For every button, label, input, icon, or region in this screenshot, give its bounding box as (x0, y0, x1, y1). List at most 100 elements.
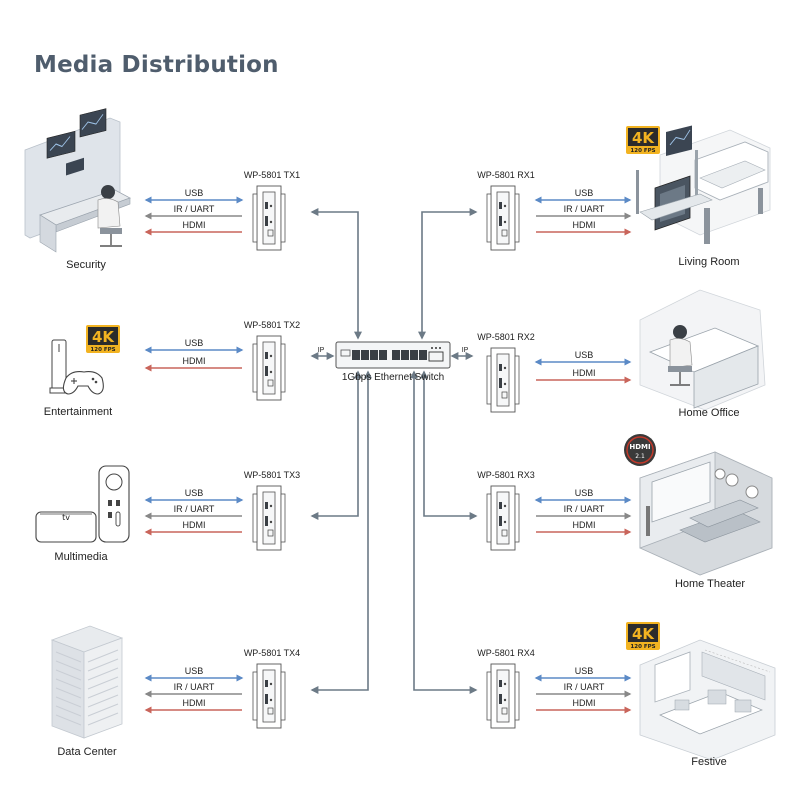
datacenter-illustration (50, 625, 124, 739)
home-theater-hdmi-badge: HDMI 2.1 (624, 434, 656, 466)
rack-slot (87, 685, 119, 699)
tx1-ir-label: IR / UART (174, 204, 215, 214)
living-room-4k-badge-sub: 120 FPS (630, 148, 655, 154)
switch-port (401, 350, 409, 360)
rack-slot (87, 667, 119, 681)
rack-slot (87, 649, 119, 663)
rack-slot (55, 651, 82, 663)
tx3-hdmi-label: HDMI (183, 520, 206, 530)
rx2-usb-label: USB (575, 350, 594, 360)
tx4-ir-label: IR / UART (174, 682, 215, 692)
tx1-usb-label: USB (185, 188, 204, 198)
tx4-network-link (310, 370, 372, 694)
rx4-network-link (410, 370, 478, 694)
page-title: Media Distribution (34, 52, 279, 78)
multimedia-illustration: tv (35, 465, 130, 543)
rx4-dest-label: Festive (691, 756, 726, 768)
rack-slot (55, 669, 82, 681)
rx1-wall-plate (486, 185, 520, 251)
tx3-network-link (310, 370, 362, 520)
tx3-label: WP-5801 TX3 (244, 470, 300, 480)
festive-illustration (639, 639, 776, 761)
rack-slot (87, 703, 119, 717)
tx3-ir-label: IR / UART (174, 504, 215, 514)
switch-port (379, 350, 387, 360)
home-theater-hdmi-badge-sub: 2.1 (635, 453, 645, 460)
rx3-network-link (420, 370, 478, 520)
switch-port (419, 350, 427, 360)
multimedia-device-text: tv (62, 513, 70, 522)
rack-slot (87, 676, 119, 690)
rx2-label: WP-5801 RX2 (477, 332, 535, 342)
festive-4k-badge-main: 4K (632, 625, 655, 643)
tx4-wall-plate (252, 663, 286, 729)
entertainment-4k-badge-main: 4K (92, 328, 115, 346)
tx1-hdmi-label: HDMI (183, 220, 206, 230)
rx1-dest-label: Living Room (678, 256, 739, 268)
rx4-usb-label: USB (575, 666, 594, 676)
switch-ip-label-left: IP (318, 347, 325, 354)
tx4-usb-label: USB (185, 666, 204, 676)
rack-slot (87, 694, 119, 708)
living-room-4k-badge-main: 4K (632, 129, 655, 147)
tx4-label: WP-5801 TX4 (244, 648, 300, 658)
switch-port (392, 350, 400, 360)
tx1-source-label: Security (66, 259, 106, 271)
rx1-ir-label: IR / UART (564, 204, 605, 214)
rx1-hdmi-label: HDMI (573, 220, 596, 230)
switch-label: 1Gbps Ethernet Switch (342, 372, 444, 383)
rx2-dest-label: Home Office (679, 407, 740, 419)
rx2-wall-plate (486, 347, 520, 413)
tx4-source-label: Data Center (57, 746, 117, 758)
entertainment-4k-badge-sub: 120 FPS (90, 347, 115, 353)
tx2-usb-label: USB (185, 338, 204, 348)
rx4-wall-plate (486, 663, 520, 729)
rx1-usb-label: USB (575, 188, 594, 198)
rack-slot (87, 712, 119, 726)
rack-slot (55, 660, 82, 672)
rx1-label: WP-5801 RX1 (477, 170, 535, 180)
rack-slot (55, 705, 82, 717)
rx2-hdmi-label: HDMI (573, 368, 596, 378)
tx1-label: WP-5801 TX1 (244, 170, 300, 180)
tx3-wall-plate (252, 485, 286, 551)
switch-port (370, 350, 378, 360)
home-theater-hdmi-badge-main: HDMI (629, 443, 650, 451)
rack-slot (55, 678, 82, 690)
network-links (310, 208, 478, 694)
rack-slot (55, 696, 82, 708)
tx1-network-link (310, 208, 362, 340)
entertainment-illustration (49, 339, 104, 395)
security-illustration (24, 108, 131, 253)
switch-port (410, 350, 418, 360)
rack-slot (55, 687, 82, 699)
rx4-ir-label: IR / UART (564, 682, 605, 692)
home-theater-illustration (639, 451, 773, 576)
ethernet-switch: 1Gbps Ethernet Switch (335, 341, 451, 383)
switch-ip-label-right: IP (462, 347, 469, 354)
rx3-wall-plate (486, 485, 520, 551)
tx1-wall-plate (252, 185, 286, 251)
tx2-source-label: Entertainment (44, 406, 112, 418)
rx3-hdmi-label: HDMI (573, 520, 596, 530)
festive-4k-badge-sub: 120 FPS (630, 644, 655, 650)
rack-slot (55, 714, 82, 726)
rx3-dest-label: Home Theater (675, 578, 745, 590)
switch-port (361, 350, 369, 360)
living-room-illustration (636, 129, 771, 244)
tx4-hdmi-label: HDMI (183, 698, 206, 708)
rx3-usb-label: USB (575, 488, 594, 498)
tx3-usb-label: USB (185, 488, 204, 498)
rx3-label: WP-5801 RX3 (477, 470, 535, 480)
tx2-label: WP-5801 TX2 (244, 320, 300, 330)
rx1-network-link (418, 208, 478, 340)
rack-slot (87, 658, 119, 672)
